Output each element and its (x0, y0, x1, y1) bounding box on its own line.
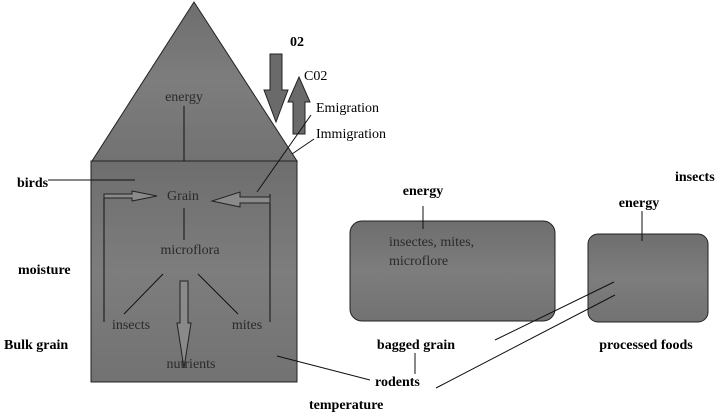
bagged-energy-label: energy (403, 184, 443, 199)
immigration-line (291, 138, 315, 155)
co2-arrow (287, 75, 311, 135)
mites-label: mites (232, 318, 262, 333)
microflora-insects-line (123, 273, 164, 315)
bagged-organisms-line1: insectes, mites, (389, 235, 474, 250)
bagged-grain-box (349, 220, 556, 322)
microflora-mites-line (197, 273, 239, 315)
processed-line-lower (435, 294, 616, 389)
nutrients-label: nutrients (167, 357, 216, 372)
microflora-label: microflora (160, 243, 220, 258)
processed-foods-box (587, 233, 709, 323)
rodents-line-bulk (276, 355, 371, 381)
processed-insects-label: insects (675, 170, 715, 185)
processed-line-upper (494, 281, 615, 341)
processed-foods-label: processed foods (599, 338, 693, 353)
birds-label: birds (17, 176, 49, 191)
bulk-grain-label: Bulk grain (4, 338, 68, 353)
nutrients-arrow (176, 280, 192, 369)
temperature-label: temperature (309, 398, 383, 413)
grain-label: Grain (167, 189, 199, 204)
o2-label: 02 (290, 35, 304, 50)
left-arrow-to-grain (103, 190, 158, 202)
right-arrow-to-grain (210, 191, 271, 208)
co2-label: C02 (304, 69, 327, 84)
bagged-grain-label: bagged grain (377, 338, 455, 353)
immigration-label: Immigration (316, 127, 386, 142)
processed-energy-label: energy (619, 196, 659, 211)
moisture-label: moisture (18, 263, 71, 278)
bulk-roof (91, 1, 298, 162)
emigration-line (256, 114, 312, 193)
rodents-label: rodents (375, 375, 420, 390)
roof-energy-label: energy (165, 90, 203, 105)
emigration-label: Emigration (316, 101, 379, 116)
o2-arrow (263, 53, 289, 124)
bagged-organisms-line2: microflore (389, 254, 448, 269)
insects-label: insects (112, 318, 150, 333)
